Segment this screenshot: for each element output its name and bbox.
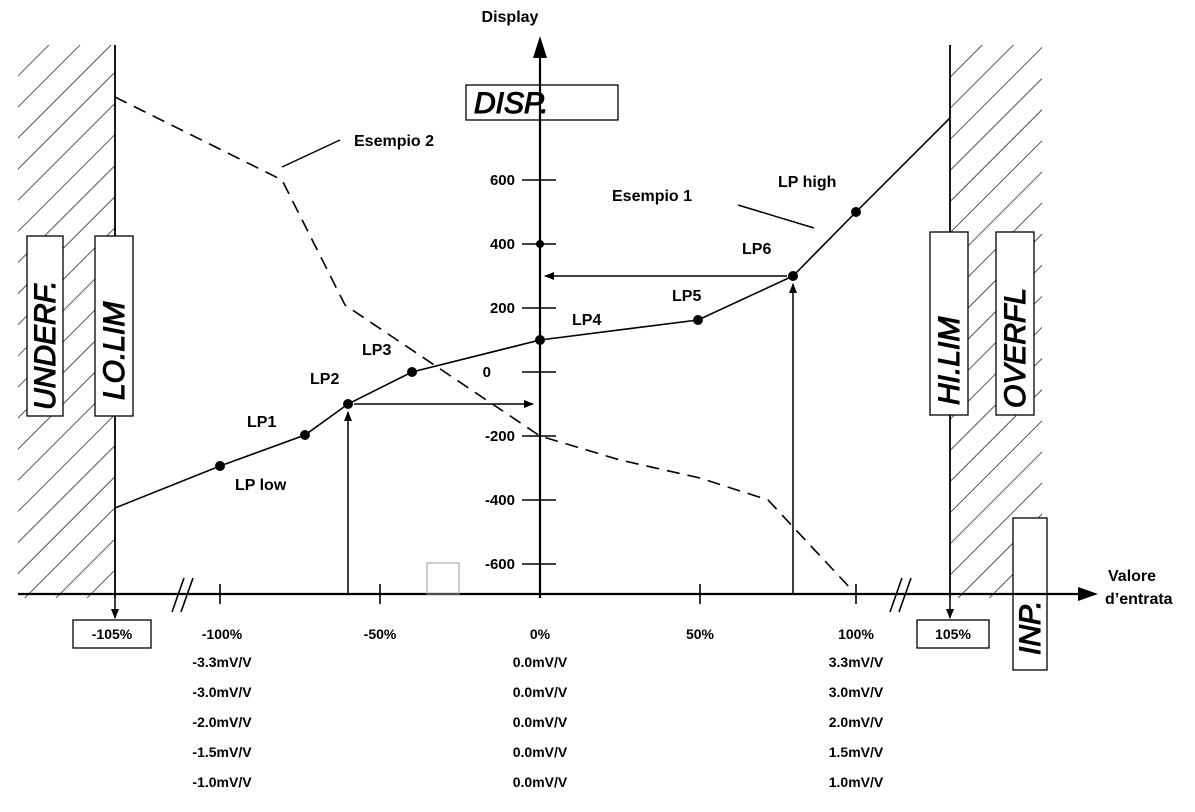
example-1-label: Esempio 1 [612, 188, 692, 205]
lp4-label: LP4 [572, 312, 601, 329]
mvv-value: -1.5mV/V [192, 744, 252, 760]
lp2-point [343, 399, 353, 409]
y-tick-label: -200 [485, 428, 515, 445]
mvv-value: 0.0mV/V [513, 714, 568, 730]
y-tick-label: 0 [483, 364, 491, 381]
mvv-value: 0.0mV/V [513, 684, 568, 700]
y-tick-label: -400 [485, 492, 515, 509]
mvv-value: -2.0mV/V [192, 714, 252, 730]
mvv-value: 1.5mV/V [829, 744, 884, 760]
mvv-value: -1.0mV/V [192, 774, 252, 790]
overflow-label: OVERFL [999, 288, 1032, 408]
mvv-value: 2.0mV/V [829, 714, 884, 730]
y-tick-label: 200 [490, 300, 515, 317]
mvv-table: -3.3mV/V 0.0mV/V 3.3mV/V -3.0mV/V 0.0mV/… [192, 654, 883, 790]
lp2-label: LP2 [310, 371, 339, 388]
high-limit-label: HI.LIM [933, 317, 966, 405]
mvv-value: 3.3mV/V [829, 654, 884, 670]
overflow-display: OVERFL [995, 231, 1035, 416]
minus-105-box: -105% [72, 619, 152, 649]
x-percent-label: 50% [686, 626, 715, 642]
input-label: INP. [1014, 601, 1047, 655]
x-percent-label: 0% [530, 626, 551, 642]
lp-low-point [215, 461, 225, 471]
plus-105-box: 105% [916, 619, 990, 649]
display-box: DISP. [465, 84, 619, 121]
example-2-leader [281, 139, 341, 168]
example-1-leader [737, 204, 815, 229]
lp4-point [535, 335, 545, 345]
underflow-display: UNDERF. [26, 235, 64, 417]
lp-low-label: LP low [235, 477, 287, 494]
example-2-curve [114, 96, 853, 591]
x-percent-label: -50% [364, 626, 397, 642]
y-tick-marks [522, 179, 556, 565]
x-axis-arrowhead [1078, 587, 1098, 601]
x-percent-label: -100% [202, 626, 243, 642]
x-percent-label: 100% [838, 626, 874, 642]
lp6-label: LP6 [742, 241, 771, 258]
x-axis-label-line2: d’entrata [1105, 591, 1173, 608]
y-axis-arrowhead [533, 36, 547, 58]
display-box-label: DISP. [474, 87, 549, 120]
mvv-value: 0.0mV/V [513, 774, 568, 790]
mvv-value: -3.0mV/V [192, 684, 252, 700]
lp3-label: LP3 [362, 342, 391, 359]
lp1-point [300, 430, 310, 440]
y-tick-label: 600 [490, 172, 515, 189]
mvv-value: 0.0mV/V [513, 744, 568, 760]
lp6-point [788, 271, 798, 281]
y-axis-label: Display [482, 9, 539, 26]
lp3-point [407, 367, 417, 377]
small-square [426, 562, 460, 595]
y-tick-label: -600 [485, 556, 515, 573]
high-limit-display: HI.LIM [929, 231, 969, 416]
example-1-curve [114, 117, 951, 509]
x-axis-break-left [171, 577, 194, 613]
underflow-label: UNDERF. [29, 281, 62, 410]
plus-105-label: 105% [935, 626, 971, 642]
x-axis-break-right [889, 577, 912, 613]
lp5-point [693, 315, 703, 325]
lp-high-point [851, 207, 861, 217]
example-2-label: Esempio 2 [354, 133, 434, 150]
lp-high-label: LP high [778, 174, 836, 191]
y-tick-label: 400 [490, 236, 515, 253]
lp1-label: LP1 [247, 414, 276, 431]
x-tick-marks [219, 584, 857, 604]
lp5-label: LP5 [672, 288, 701, 305]
low-limit-display: LO.LIM [94, 235, 134, 417]
linearization-points [215, 207, 861, 471]
y-axis-400-point [536, 240, 544, 248]
mvv-value: 1.0mV/V [829, 774, 884, 790]
minus-105-label: -105% [92, 626, 133, 642]
x-axis-label-line1: Valore [1108, 568, 1156, 585]
low-limit-label: LO.LIM [98, 302, 131, 400]
mvv-value: 0.0mV/V [513, 654, 568, 670]
mvv-value: 3.0mV/V [829, 684, 884, 700]
mvv-value: -3.3mV/V [192, 654, 252, 670]
